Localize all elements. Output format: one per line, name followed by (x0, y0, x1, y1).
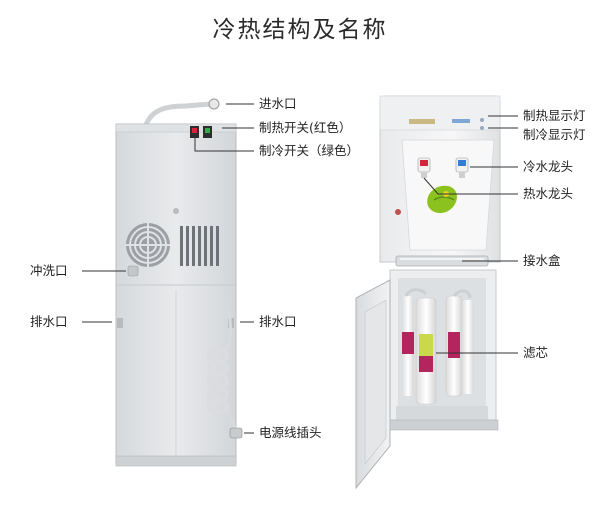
front-leader-lines (423, 115, 518, 354)
dispenser-back-view (115, 98, 243, 467)
badge (395, 209, 401, 215)
label-power-plug: 电源线插头 (259, 425, 322, 440)
back-top-edge (115, 123, 237, 133)
label-filter: 滤芯 (523, 345, 549, 360)
label-drain-right: 排水口 (259, 314, 297, 329)
label-drain-left: 排水口 (30, 314, 68, 329)
label-hot-tap: 热水龙头 (523, 186, 574, 201)
inlet-hose (142, 101, 215, 131)
back-base (115, 455, 237, 467)
top-panel (379, 95, 501, 131)
power-plug (229, 427, 243, 439)
cold-tap (455, 157, 469, 178)
label-flush-port: 冲洗口 (30, 263, 68, 278)
cabinet-bottom (396, 406, 488, 420)
screw (173, 208, 179, 214)
cooling-light (480, 126, 484, 130)
diagram-title: 冷热结构及名称 (212, 17, 388, 43)
label-cooling-light: 制冷显示灯 (523, 127, 586, 142)
drain-left (117, 318, 123, 328)
flush-port (127, 265, 139, 277)
label-heating-light: 制热显示灯 (523, 108, 586, 123)
vent-slots (180, 226, 219, 266)
fan-grille (126, 223, 170, 267)
filter-cartridges (402, 288, 474, 405)
brand-strip (409, 119, 435, 124)
label-water-inlet: 进水口 (259, 96, 297, 111)
front-base (389, 419, 499, 431)
inlet-connector (208, 98, 220, 110)
label-cooling-switch: 制冷开关（绿色） (259, 143, 360, 158)
heating-light (480, 118, 484, 122)
leaf-emblem (427, 185, 457, 214)
dispenser-front-view (355, 95, 501, 490)
back-leader-lines (82, 103, 254, 434)
hot-tap (417, 157, 431, 178)
label-cold-tap: 冷水龙头 (523, 159, 574, 174)
coiled-power-cord (207, 347, 229, 415)
label-heating-switch: 制热开关(红色） (259, 120, 352, 135)
label-drip-tray: 接水盒 (523, 253, 561, 268)
